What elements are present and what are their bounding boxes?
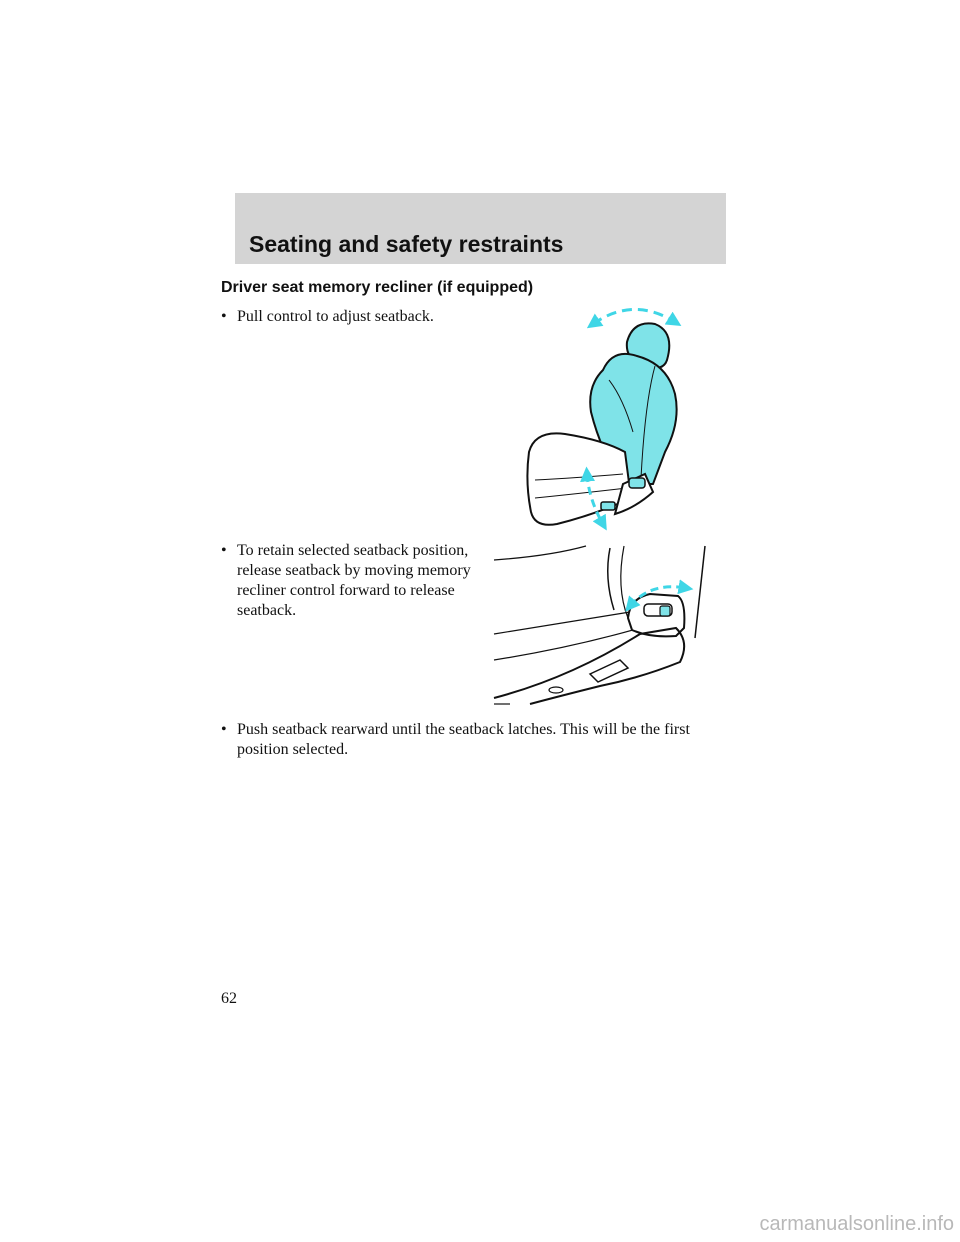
bullet-marker: • <box>221 308 227 325</box>
bullet-item: • Pull control to adjust seatback. <box>221 307 481 327</box>
section-title: Seating and safety restraints <box>249 231 564 257</box>
recliner-control-closeup-icon <box>493 545 706 705</box>
header-band: Seating and safety restraints <box>235 193 726 264</box>
watermark: carmanualsonline.info <box>759 1213 954 1235</box>
bullet-marker: • <box>221 542 227 559</box>
bullet-item: • Push seatback rearward until the seatb… <box>221 720 721 760</box>
bullet-text: To retain selected seatback position, re… <box>237 542 471 619</box>
subsection-heading: Driver seat memory recliner (if equipped… <box>221 279 534 296</box>
bullet-item: • To retain selected seatback position, … <box>221 541 471 621</box>
bullet-text: Pull control to adjust seatback. <box>237 308 434 325</box>
seat-recline-illustration-icon <box>526 308 682 531</box>
bullet-marker: • <box>221 721 227 738</box>
bullet-text: Push seatback rearward until the seatbac… <box>237 721 690 758</box>
page-number: 62 <box>221 990 237 1007</box>
